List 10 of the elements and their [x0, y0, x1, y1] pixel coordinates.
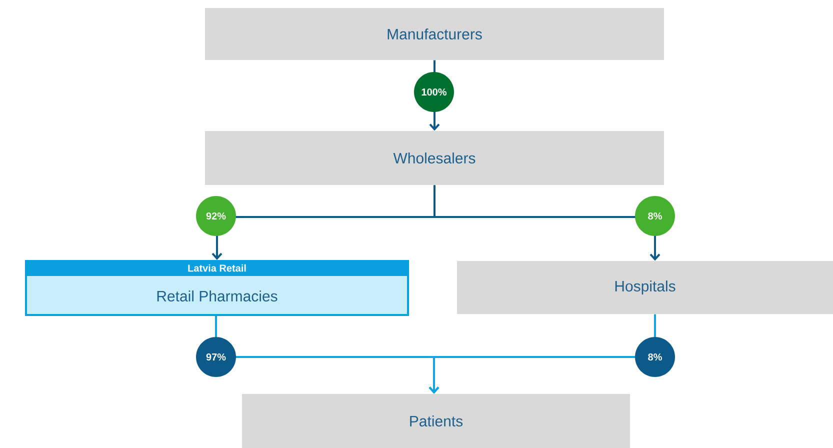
- header-box: Latvia Retail Retail Pharmacies: [25, 260, 409, 316]
- edge-label: 97%: [196, 337, 236, 377]
- edge-label: 8%: [635, 337, 675, 377]
- edge-label: 100%: [414, 72, 454, 112]
- process-box: Manufacturers: [205, 8, 664, 60]
- process-box: Hospitals: [457, 261, 833, 314]
- edge-label: 92%: [196, 196, 236, 236]
- process-box: Patients: [242, 394, 630, 448]
- edge-label: 8%: [635, 196, 675, 236]
- process-box: Wholesalers: [205, 131, 664, 185]
